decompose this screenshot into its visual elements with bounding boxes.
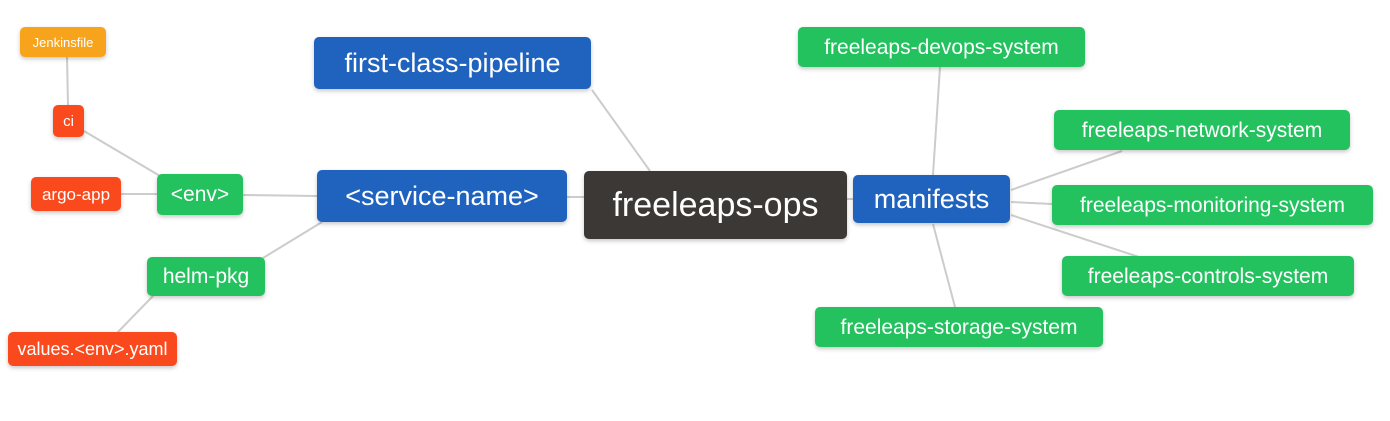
node-helm-pkg[interactable]: helm-pkg <box>147 257 265 296</box>
edge-manifests-to-freeleaps-monitoring-system <box>1010 201 1053 205</box>
edge-service-name-to-helm-pkg <box>262 221 323 259</box>
edge-env-to-service-name <box>242 194 318 197</box>
node-freeleaps-ops[interactable]: freeleaps-ops <box>584 171 847 239</box>
edge-jenkinsfile-to-ci <box>66 56 69 106</box>
node-jenkinsfile[interactable]: Jenkinsfile <box>20 27 106 57</box>
node-freeleaps-monitoring-system[interactable]: freeleaps-monitoring-system <box>1052 185 1373 225</box>
node-freeleaps-devops-system[interactable]: freeleaps-devops-system <box>798 27 1085 67</box>
node-service-name[interactable]: <service-name> <box>317 170 567 222</box>
node-freeleaps-storage-system[interactable]: freeleaps-storage-system <box>815 307 1103 347</box>
edge-manifests-to-freeleaps-storage-system <box>932 223 956 308</box>
edge-first-class-pipeline-to-freeleaps-ops <box>591 89 651 172</box>
node-values-env-yaml[interactable]: values.<env>.yaml <box>8 332 177 366</box>
edge-manifests-to-freeleaps-devops-system <box>932 66 941 176</box>
node-ci[interactable]: ci <box>53 105 84 137</box>
node-freeleaps-controls-system[interactable]: freeleaps-controls-system <box>1062 256 1354 296</box>
node-argo-app[interactable]: argo-app <box>31 177 121 211</box>
edge-helm-pkg-to-values-env-yaml <box>116 295 154 334</box>
node-first-class-pipeline[interactable]: first-class-pipeline <box>314 37 591 89</box>
node-freeleaps-network-system[interactable]: freeleaps-network-system <box>1054 110 1350 150</box>
node-manifests[interactable]: manifests <box>853 175 1010 223</box>
edge-ci-to-env <box>83 130 161 177</box>
node-env[interactable]: <env> <box>157 174 243 215</box>
